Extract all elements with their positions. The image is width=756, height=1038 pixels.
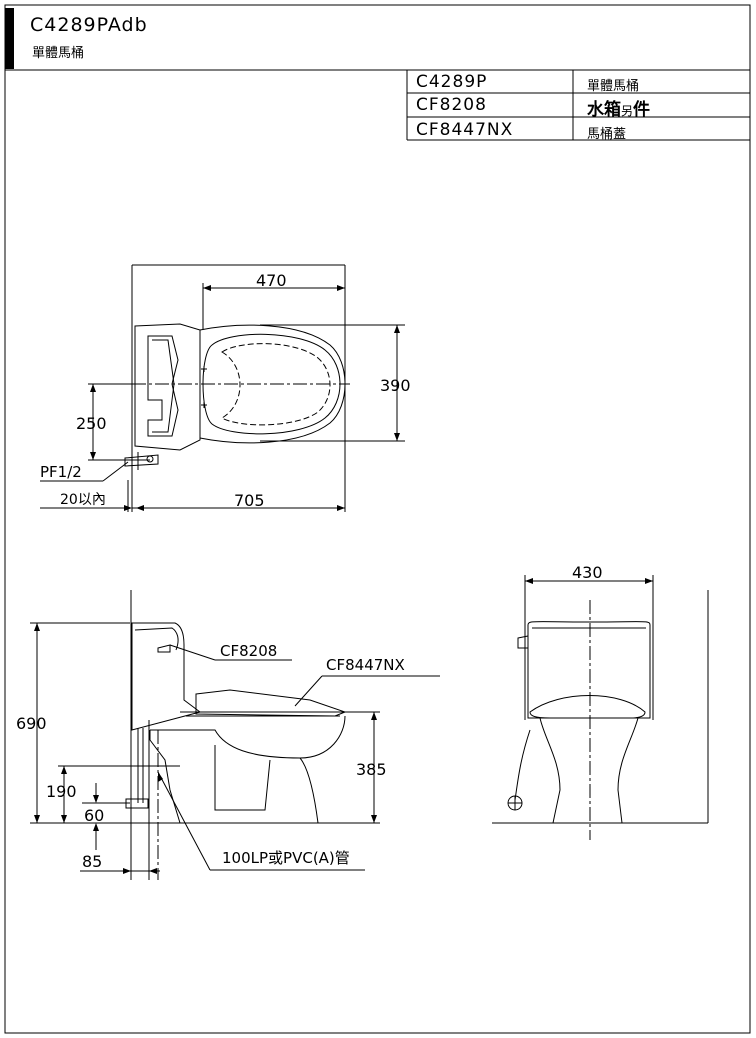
dim-385-label: 385 xyxy=(356,760,387,779)
dim-470-label: 470 xyxy=(256,271,287,290)
model-description: 單體馬桶 xyxy=(32,46,85,61)
top-view xyxy=(40,264,405,512)
sheet-border xyxy=(4,4,751,1034)
part-desc-2-end: 件 xyxy=(633,100,651,120)
part-desc-2: 水箱另件 xyxy=(587,95,650,120)
drain-pipe-callout-label: 100LP或PVC(A)管 xyxy=(222,849,350,867)
model-number: C4289PAdb xyxy=(30,14,148,36)
dim-250-label: 250 xyxy=(76,414,107,433)
dim-430-label: 430 xyxy=(572,563,603,582)
parts-table-grid xyxy=(406,70,750,141)
dim-60-label: 60 xyxy=(84,806,104,825)
part-code-1: C4289P xyxy=(416,72,488,92)
part-desc-2-small: 另 xyxy=(621,104,634,118)
dim-190-label: 190 xyxy=(46,782,77,801)
part-code-3: CF8447NX xyxy=(416,120,514,140)
seat-callout-label: CF8447NX xyxy=(326,656,405,674)
pf-pipe-label: PF1/2 xyxy=(40,463,82,481)
part-desc-2-main: 水箱 xyxy=(587,100,621,120)
part-desc-1: 單體馬桶 xyxy=(587,79,640,94)
side-view xyxy=(30,590,440,880)
part-desc-3: 馬桶蓋 xyxy=(587,127,627,142)
front-view xyxy=(492,575,709,840)
part-code-2: CF8208 xyxy=(416,95,487,115)
tank-callout-label: CF8208 xyxy=(220,642,277,660)
offset-label: 20以內 xyxy=(60,492,106,508)
title-accent-bar xyxy=(5,8,14,69)
dim-390-label: 390 xyxy=(380,376,411,395)
dim-85-label: 85 xyxy=(82,852,102,871)
dim-690-label: 690 xyxy=(16,714,47,733)
dim-705-label: 705 xyxy=(234,491,265,510)
